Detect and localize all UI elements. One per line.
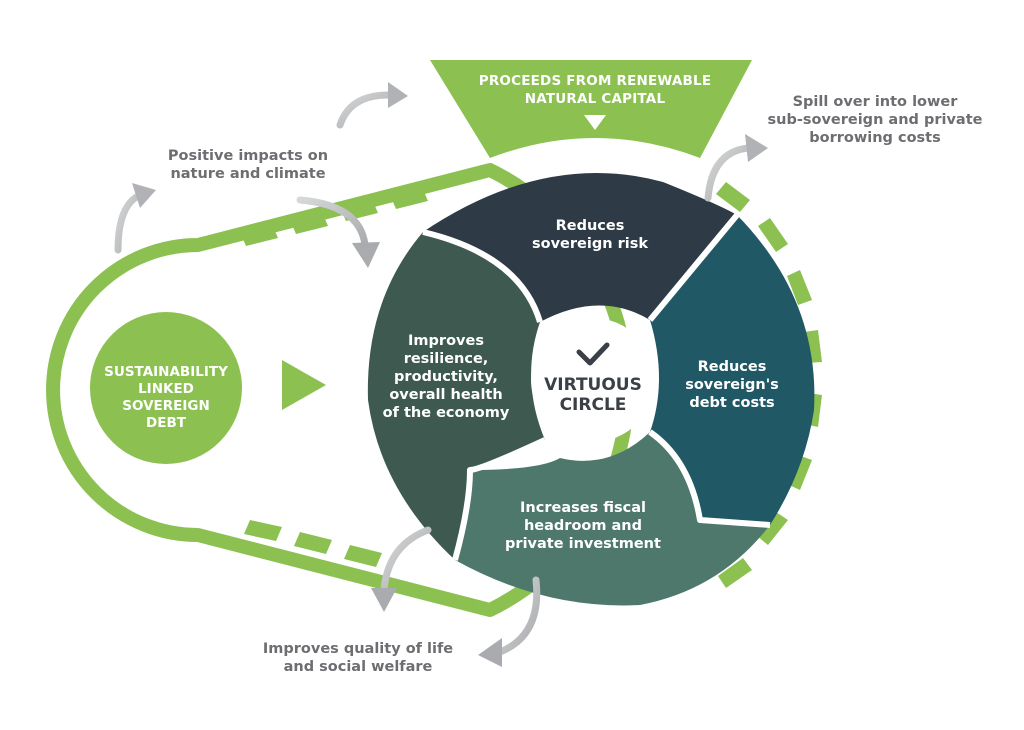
curved-arrow-icon [478,576,541,667]
resilience-label-line-5: of the economy [383,405,510,421]
positive-impacts-line-2: nature and climate [170,166,325,182]
outer-loop-band [46,163,635,617]
debt-circle [90,312,242,464]
fiscal-label-line-1: Increases fiscal [520,500,646,516]
debt-node: SUSTAINABILITY LINKED SOVEREIGN DEBT [90,312,326,464]
gray-arrows [114,82,768,667]
segment-reduces-sovereign-risk [423,173,737,322]
debt-costs-label-line-3: debt costs [689,395,774,411]
curved-arrow-icon [336,82,408,129]
resilience-label-line-2: resilience, [404,351,489,367]
checkmark-icon [576,342,610,366]
risk-label-line-2: sovereign risk [532,236,648,252]
virtuous-wheel: VIRTUOUS CIRCLE Reduces sovereign risk R… [367,173,815,606]
fiscal-label-line-3: private investment [505,536,661,552]
spill-over-line-1: Spill over into lower [793,94,959,110]
debt-label-line-4: DEBT [146,415,187,431]
banner-down-arrow-icon [584,115,606,130]
resilience-label-line-3: productivity, [394,369,498,385]
center-label-line-2: CIRCLE [560,395,627,415]
banner-title-line-1: PROCEEDS FROM RENEWABLE [479,73,712,89]
debt-label-line-1: SUSTAINABILITY [104,364,228,380]
curved-arrow-icon [704,134,768,202]
segment-reduces-debt-costs [650,215,815,525]
curved-arrow-icon [114,183,156,254]
quality-of-life-line-1: Improves quality of life [263,641,453,657]
spill-over-line-2: sub-sovereign and private [768,112,983,128]
banner-title-line-2: NATURAL CAPITAL [525,91,666,107]
curved-arrow-icon [296,196,380,268]
segment-increases-fiscal-headroom [455,432,770,606]
center-circle [531,318,655,442]
loop-chevrons-bottom [244,520,382,567]
debt-costs-label-line-1: Reduces [698,359,767,375]
segment-improves-resilience [367,232,545,560]
resilience-label-line-4: overall health [389,387,502,403]
center-label-line-1: VIRTUOUS [544,375,642,395]
resilience-label-line-1: Improves [408,333,484,349]
curved-arrow-icon [371,526,432,612]
spill-over-line-3: borrowing costs [809,130,940,146]
segment-dividers [422,213,771,561]
banner-shape [430,60,752,158]
positive-impacts-line-1: Positive impacts on [168,148,328,164]
fiscal-label-line-2: headroom and [524,518,642,534]
debt-costs-label-line-2: sovereign's [685,377,779,393]
proceeds-banner: PROCEEDS FROM RENEWABLE NATURAL CAPITAL [430,60,752,158]
debt-label-line-3: SOVEREIGN [122,398,210,414]
quality-of-life-line-2: and social welfare [284,659,433,675]
debt-label-line-2: LINKED [138,381,194,397]
loop-chevrons-top [240,187,428,246]
play-arrow-icon [282,360,326,410]
risk-label-line-1: Reduces [556,218,625,234]
